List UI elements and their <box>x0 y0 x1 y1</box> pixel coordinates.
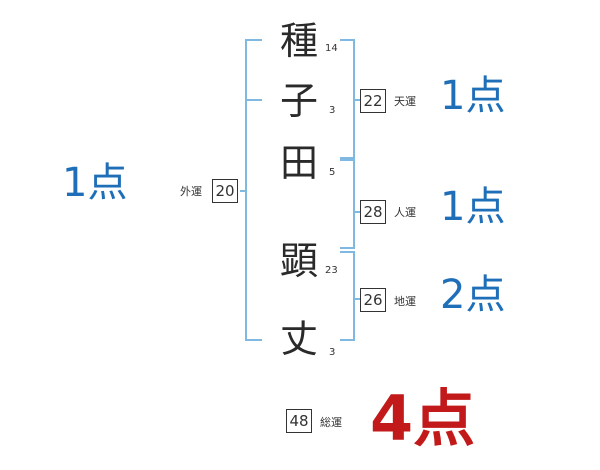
stroke-count-5: 3 <box>329 347 336 358</box>
tenun-label: 天運 <box>394 95 416 108</box>
name-char-5: 丈 <box>279 317 318 361</box>
stroke-count-4: 23 <box>325 265 338 276</box>
stroke-count-2: 3 <box>329 105 336 116</box>
tenun-value: 22 <box>360 89 386 113</box>
jinun-score: 1点 <box>440 184 506 230</box>
jinun-value: 28 <box>360 200 386 224</box>
gaiun-score: 1点 <box>62 160 128 206</box>
jinun-label: 人運 <box>394 206 416 219</box>
name-char-1: 種 <box>279 19 318 63</box>
stroke-count-3: 5 <box>329 167 336 178</box>
chiun-bracket <box>340 251 355 341</box>
tenun-score: 1点 <box>440 73 506 119</box>
gaiun-label: 外運 <box>180 185 202 198</box>
souun-value: 48 <box>286 409 312 433</box>
souun-label: 総運 <box>320 416 342 429</box>
name-char-3: 田 <box>279 141 318 185</box>
gaiun-bracket <box>245 39 262 341</box>
jinun-bracket <box>340 159 355 249</box>
chiun-value: 26 <box>360 288 386 312</box>
name-char-4: 顕 <box>279 239 318 283</box>
tenun-bracket <box>340 39 355 159</box>
souun-score: 4点 <box>370 382 476 455</box>
gaiun-value: 20 <box>212 179 238 203</box>
stroke-count-1: 14 <box>325 43 338 54</box>
chiun-score: 2点 <box>440 272 506 318</box>
name-char-2: 子 <box>279 79 318 123</box>
chiun-label: 地運 <box>394 295 416 308</box>
